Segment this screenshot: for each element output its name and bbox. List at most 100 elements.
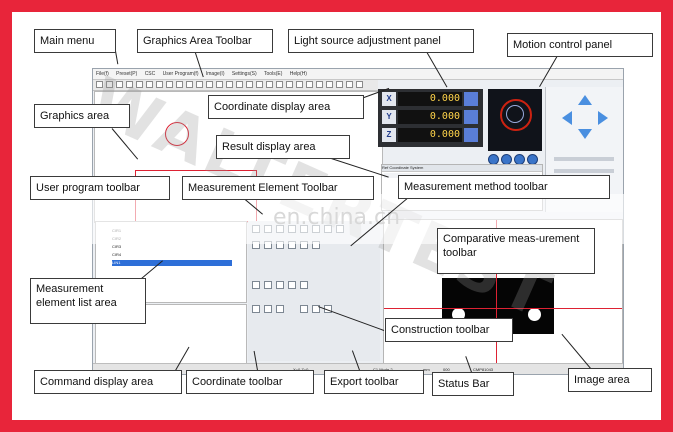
arrow-down-icon[interactable] [578,129,592,139]
crosshair-horizontal [384,308,622,309]
toolbar-icon[interactable] [166,81,173,88]
construction-icon[interactable] [276,281,284,289]
result-header: Ref Coordinate System [382,165,542,172]
label-construction-toolbar: Construction toolbar [385,318,513,342]
toolbar-icon[interactable] [136,81,143,88]
menu-item-preset[interactable]: Preset(P) [116,71,138,77]
toolbar-icon[interactable] [316,81,323,88]
coordinate-row-x: X 0.000 [382,92,480,107]
toolbar-icon[interactable] [176,81,183,88]
coordinate-tool-icon[interactable] [252,305,260,313]
toolbar-icon[interactable] [106,81,113,88]
toolbar-icon[interactable] [306,81,313,88]
unit-toggle-button[interactable] [464,128,478,142]
toolbar-icon[interactable] [326,81,333,88]
label-export-toolbar: Export toolbar [324,370,424,394]
label-user-program-toolbar: User program toolbar [30,176,170,200]
coordinate-value: 0.000 [398,92,462,106]
label-graphics-area: Graphics area [34,104,130,128]
construction-icon[interactable] [300,281,308,289]
coordinate-display-panel: X 0.000 Y 0.000 Z 0.000 [378,89,483,147]
coordinate-value: 0.000 [398,110,462,124]
overlay-banner-text: en.china.cn [272,205,401,230]
label-command-display: Command display area [34,370,182,394]
coordinate-row-y: Y 0.000 [382,110,480,125]
toolbar-icon[interactable] [216,81,223,88]
label-coordinate-toolbar: Coordinate toolbar [186,370,314,394]
part-hole [452,308,465,321]
menu-item-file[interactable]: File(f) [96,71,109,77]
export-tool-icon[interactable] [312,305,320,313]
toolbar-icon[interactable] [116,81,123,88]
light-ring-icon [500,99,532,131]
toolbar-icon[interactable] [206,81,213,88]
label-measurement-element-toolbar: Measurement Element Toolbar [182,176,374,200]
toolbar-icon[interactable] [156,81,163,88]
toolbar-icon[interactable] [96,81,103,88]
list-item[interactable]: CIR4 [112,252,122,257]
axis-label: Y [382,110,396,124]
toolbar-icon[interactable] [146,81,153,88]
toolbar-icon[interactable] [236,81,243,88]
label-status-bar: Status Bar [432,372,514,396]
unit-toggle-button[interactable] [464,110,478,124]
menu-item-user-program[interactable]: User Program(f) [162,71,199,77]
light-source-buttons [488,152,542,165]
construction-icon[interactable] [288,281,296,289]
status-id: CMP81043 [473,367,494,372]
toolbar-icon[interactable] [276,81,283,88]
coordinate-tool-icon[interactable] [276,305,284,313]
part-hole [528,308,541,321]
status-mode: C1 Mode 2 [373,367,393,372]
menu-item-csc[interactable]: CSC [144,71,156,77]
toolbar-icon[interactable] [336,81,343,88]
light-inner-ring-icon [506,105,524,123]
toolbar-icon[interactable] [296,81,303,88]
coordinate-value: 0.000 [398,128,462,142]
arrow-left-icon[interactable] [562,111,572,125]
export-tool-icon[interactable] [300,305,308,313]
construction-icon[interactable] [252,281,260,289]
label-coordinate-display: Coordinate display area [208,95,364,119]
toolbar-icon[interactable] [196,81,203,88]
label-measurement-method-toolbar: Measurement method toolbar [398,175,610,199]
label-measurement-list: Measurement element list area [30,278,146,324]
arrow-right-icon[interactable] [598,111,608,125]
menu-item-image[interactable]: Image(I) [205,71,225,77]
toolbar-icon[interactable] [256,81,263,88]
crosshair-vertical [496,220,497,365]
toolbar-icon[interactable] [346,81,353,88]
menu-item-settings[interactable]: Settings(S) [231,71,257,77]
label-comparative-toolbar: Comparative meas-urement toolbar [437,228,595,274]
unit-toggle-button[interactable] [464,92,478,106]
list-item-selected[interactable]: LIN1 [112,260,232,266]
status-code: 000 [443,367,450,372]
menu-item-tools[interactable]: Tools(E) [264,71,283,77]
menu-item-help[interactable]: Help(H) [289,71,307,77]
speed-slider[interactable] [554,157,614,161]
label-result-display: Result display area [216,135,350,159]
status-unit: mm [423,367,430,372]
arrow-up-icon[interactable] [578,95,592,105]
main-menu-bar: File(f) Preset(P) CSC User Program(f) Im… [93,69,623,80]
label-image-area: Image area [568,368,652,392]
list-item[interactable]: CIR3 [112,244,122,249]
toolbar-icon[interactable] [266,81,273,88]
light-slider[interactable] [554,169,614,173]
construction-icon[interactable] [264,281,272,289]
axis-label: Z [382,128,396,142]
toolbar-icon[interactable] [126,81,133,88]
toolbar-icon[interactable] [226,81,233,88]
label-light-panel: Light source adjustment panel [288,29,474,53]
graphics-area-toolbar [93,80,378,91]
toolbar-icon[interactable] [186,81,193,88]
toolbar-icon[interactable] [286,81,293,88]
light-source-preview [488,89,542,151]
coordinate-tool-icon[interactable] [264,305,272,313]
label-graphics-toolbar: Graphics Area Toolbar [137,29,273,53]
toolbar-icon[interactable] [356,81,363,88]
status-coords: X=0 Z=0 [293,367,308,372]
graphic-circle [165,122,189,146]
figure-canvas: File(f) Preset(P) CSC User Program(f) Im… [12,12,661,420]
toolbar-icon[interactable] [246,81,253,88]
